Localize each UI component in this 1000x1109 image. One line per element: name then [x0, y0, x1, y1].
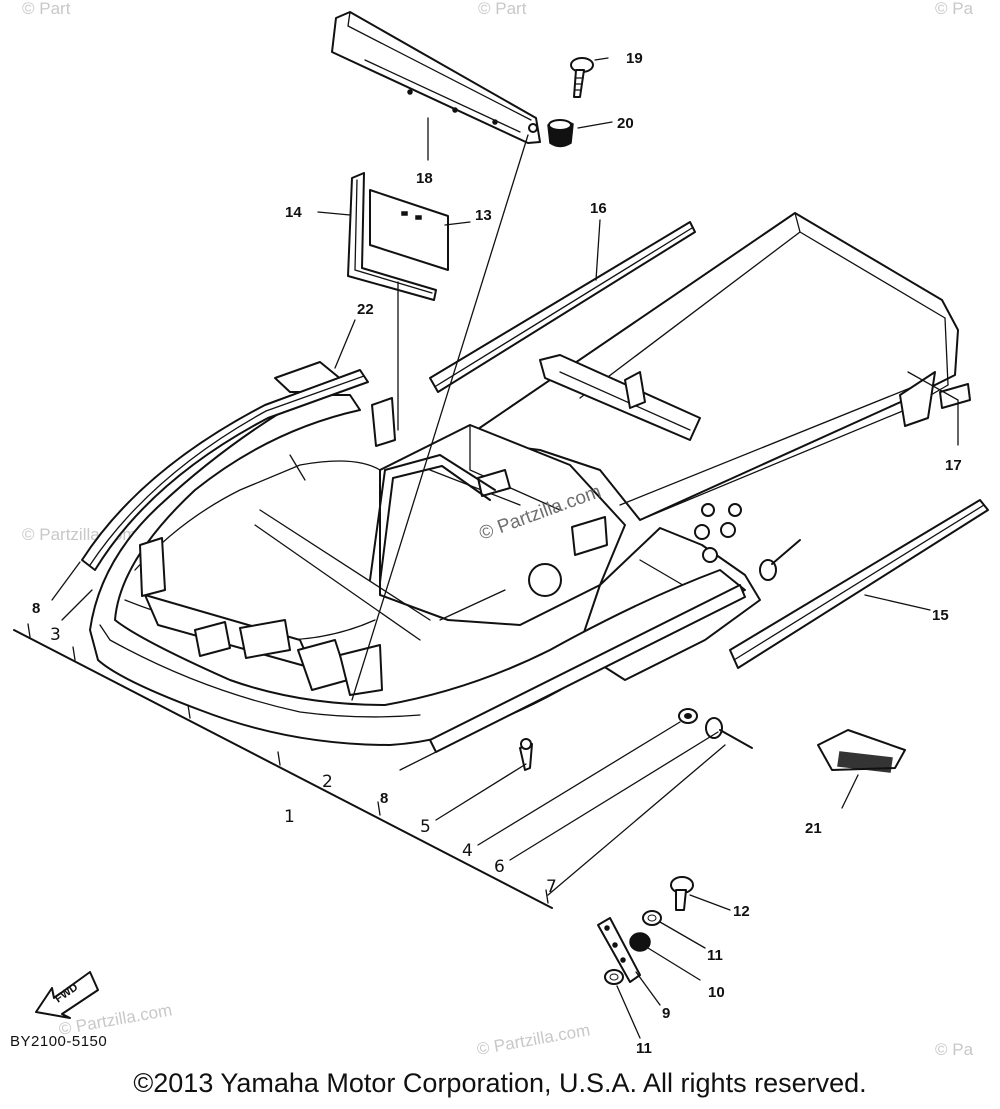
copyright-notice: ©2013 Yamaha Motor Corporation, U.S.A. A…: [133, 1068, 867, 1098]
callout-11-lower: 11: [636, 1040, 652, 1057]
callout-labels: 19 20 18 14 13 16 22 17 15 21 8 3 2 1 8 …: [32, 50, 962, 1057]
part-fastener-top-right: [759, 539, 801, 581]
part-8-lower-strip: [429, 584, 746, 753]
callout-8-left: 8: [32, 600, 40, 617]
part-15-side-rail: [729, 499, 989, 669]
callout-8-lower: 8: [380, 790, 388, 807]
callout-15-right: 15: [932, 607, 949, 624]
leader-lines: [13, 57, 959, 1039]
part-18-upper-panel: [331, 11, 541, 144]
part-19-bolt: [570, 57, 594, 98]
callout-19: 19: [626, 50, 643, 67]
callout-14: 14: [285, 204, 302, 221]
callout-20: 20: [617, 115, 634, 132]
watermark-top-right: © Pa: [935, 0, 974, 18]
part-16-rail-strip: [429, 221, 696, 393]
callout-16: 16: [590, 200, 607, 217]
watermark-bottom-center: © Partzilla.com: [475, 1020, 591, 1059]
watermark-top-center: © Part: [478, 0, 527, 18]
callout-6: 6: [494, 857, 505, 877]
callout-13: 13: [475, 207, 492, 224]
part-21-pad: [817, 729, 906, 773]
watermark-top-left: © Part: [22, 0, 71, 18]
part-3-bumper-left: [81, 369, 369, 571]
callout-11-upper: 11: [707, 947, 723, 964]
part-14-handle: [347, 172, 437, 301]
callout-18: 18: [416, 170, 433, 187]
callout-5: 5: [420, 817, 431, 837]
callout-4: 4: [462, 841, 473, 861]
part-5-rivet: [519, 738, 533, 771]
part-10-spacer: [629, 932, 651, 952]
part-6-bolt: [705, 717, 753, 749]
callout-7: 7: [546, 877, 557, 897]
part-20-grommet: [547, 119, 574, 148]
callout-17: 17: [945, 457, 962, 474]
diagram-code: BY2100-5150: [10, 1033, 108, 1050]
part-11-washer-lower: [604, 969, 624, 985]
fwd-arrow-icon: FWD: [35, 971, 99, 1019]
part-4-washer: [678, 708, 698, 724]
chassis-frame: [89, 212, 959, 746]
watermark-bottom-right: © Pa: [935, 1040, 974, 1059]
callout-22: 22: [357, 301, 374, 318]
callout-3: 3: [50, 625, 61, 645]
callout-21: 21: [805, 820, 822, 837]
callout-1: 1: [284, 807, 295, 827]
part-11-washer-upper: [642, 910, 662, 926]
part-13-plate: [369, 189, 449, 271]
callout-9: 9: [662, 1005, 670, 1022]
callout-2: 2: [322, 772, 333, 792]
callout-10: 10: [708, 984, 725, 1001]
callout-12: 12: [733, 903, 750, 920]
part-9-strap: [597, 917, 641, 983]
part-17-label: [939, 383, 971, 409]
part-12-bolt: [670, 876, 694, 911]
